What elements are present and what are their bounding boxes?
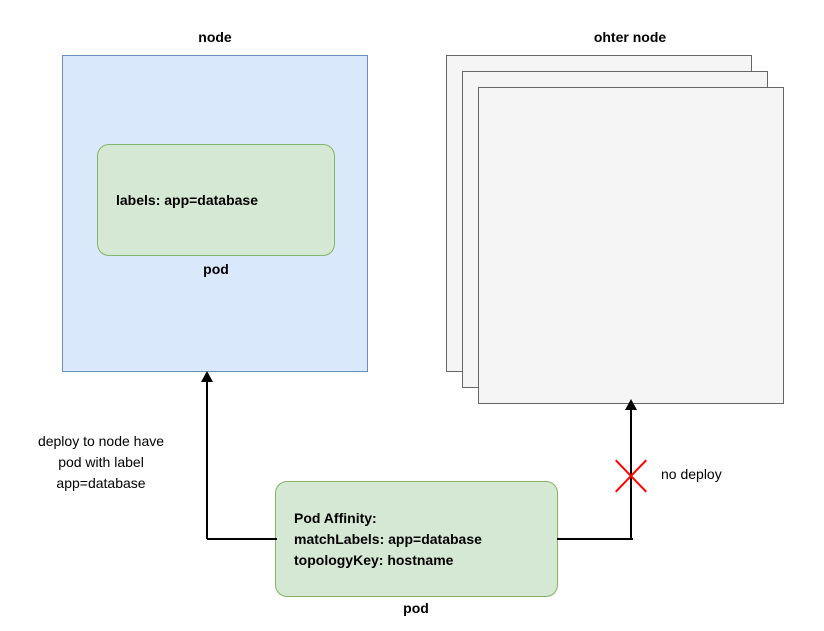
no-deploy-edge-horizontal [557,538,633,540]
deploy-edge-arrowhead-icon [201,371,213,382]
no-deploy-edge-label: no deploy [661,466,722,482]
pod-affinity-line-1: Pod Affinity: [294,509,377,526]
deploy-edge-label: deploy to node have pod with label app=d… [37,433,165,491]
no-deploy-edge-arrowhead-icon [625,399,637,410]
other-node-sheet-front [478,87,784,404]
pod-box-affinity: Pod Affinity: matchLabels: app=database to… [275,481,558,597]
pod-labels-text: labels: app=database [116,191,259,208]
pod-affinity-line-2: matchLabels: app=database [294,530,482,547]
deploy-edge-horizontal [207,538,277,540]
pod-box-database: labels: app=database [97,144,335,256]
right-node-title: ohter node [593,29,667,45]
left-node-title: node [198,29,232,45]
pod-caption-database: pod [203,261,229,277]
pod-affinity-text: Pod Affinity: matchLabels: app=database to… [276,508,482,571]
deploy-edge-vertical [206,381,208,539]
no-deploy-cross-icon [609,452,653,497]
pod-affinity-line-3: topologyKey: hostname [294,551,454,568]
pod-caption-affinity: pod [403,600,429,616]
